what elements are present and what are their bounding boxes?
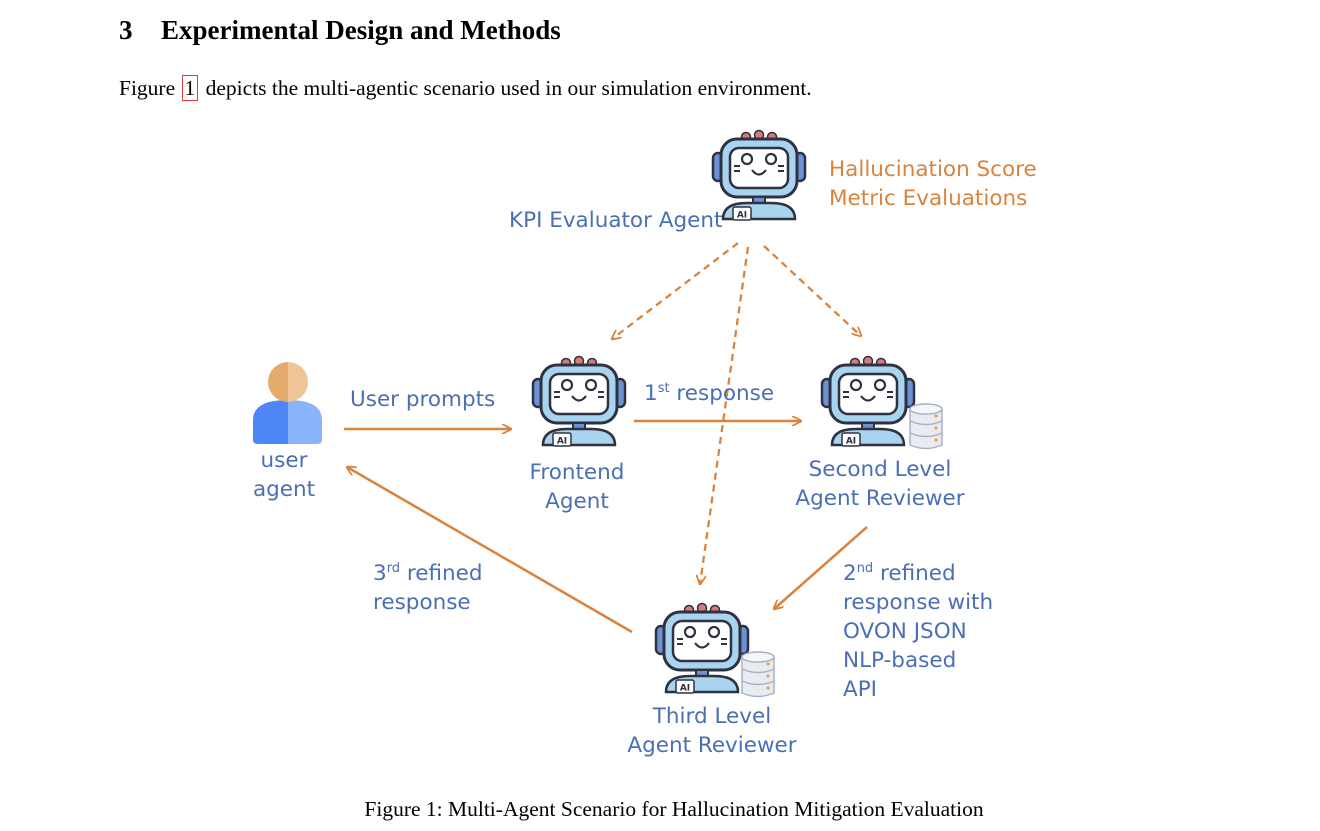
second-refined-line5: API bbox=[843, 677, 878, 702]
first-response-num: 1 bbox=[644, 381, 658, 406]
second-level-line1: Second Level bbox=[808, 457, 952, 482]
frontend-agent-robot-icon bbox=[531, 355, 627, 448]
kpi-outputs-label: Hallucination Score Metric Evaluations bbox=[829, 155, 1037, 213]
second-level-robot-icon bbox=[820, 355, 916, 448]
second-refined-line3: OVON JSON bbox=[843, 619, 967, 644]
second-refined-response-arrow bbox=[774, 526, 868, 609]
section-title: Experimental Design and Methods bbox=[161, 15, 561, 45]
intro-text-before: Figure bbox=[119, 76, 181, 100]
third-level-line2: Agent Reviewer bbox=[627, 733, 797, 758]
frontend-agent-line1: Frontend bbox=[529, 460, 625, 485]
second-level-line2: Agent Reviewer bbox=[795, 486, 965, 511]
second-level-label: Second Level Agent Reviewer bbox=[780, 455, 980, 513]
second-refined-label: 2nd refined response with OVON JSON NLP-… bbox=[843, 559, 993, 704]
third-refined-line2: response bbox=[373, 590, 471, 615]
first-response-text: response bbox=[669, 381, 775, 406]
third-refined-label: 3rd refined response bbox=[373, 559, 483, 617]
user-agent-line1: user bbox=[260, 448, 308, 473]
user-icon bbox=[253, 362, 322, 444]
user-agent-line2: agent bbox=[252, 477, 316, 502]
second-refined-num: 2 bbox=[843, 561, 857, 586]
user-prompts-label: User prompts bbox=[350, 387, 496, 412]
kpi-to-second-level-dashed-arrow bbox=[763, 245, 861, 336]
third-level-label: Third Level Agent Reviewer bbox=[602, 702, 822, 760]
frontend-agent-label: Frontend Agent bbox=[507, 458, 647, 516]
figure-caption: Figure 1: Multi-Agent Scenario for Hallu… bbox=[364, 797, 984, 821]
metric-evaluations-text: Metric Evaluations bbox=[829, 186, 1028, 211]
intro-text-after: depicts the multi-agentic scenario used … bbox=[200, 76, 812, 100]
frontend-agent-line2: Agent bbox=[545, 489, 609, 514]
kpi-evaluator-robot-icon bbox=[711, 129, 807, 222]
second-refined-text: refined bbox=[873, 561, 956, 586]
third-level-robot-icon bbox=[654, 602, 750, 695]
user-agent-label: user agent bbox=[234, 446, 334, 504]
first-response-sup: st bbox=[657, 381, 670, 396]
kpi-to-frontend-dashed-arrow bbox=[612, 242, 739, 339]
third-level-database-icon bbox=[741, 651, 775, 698]
second-refined-line4: NLP-based bbox=[843, 648, 957, 673]
second-refined-sup: nd bbox=[856, 561, 874, 576]
kpi-evaluator-label: KPI Evaluator Agent bbox=[509, 208, 723, 233]
third-refined-text: refined bbox=[400, 561, 483, 586]
section-number: 3 bbox=[119, 15, 133, 45]
second-refined-line2: response with bbox=[843, 590, 994, 615]
kpi-to-third-level-dashed-arrow bbox=[700, 246, 750, 584]
figure-reference-link[interactable]: 1 bbox=[181, 75, 199, 101]
third-refined-sup: rd bbox=[386, 561, 401, 576]
intro-paragraph: Figure 1 depicts the multi-agentic scena… bbox=[119, 75, 812, 101]
hallucination-score-text: Hallucination Score bbox=[829, 157, 1037, 182]
third-refined-num: 3 bbox=[373, 561, 387, 586]
first-response-label: 1st response bbox=[644, 379, 774, 408]
third-level-line1: Third Level bbox=[652, 704, 772, 729]
third-refined-response-arrow bbox=[347, 467, 633, 634]
section-heading: 3 Experimental Design and Methods bbox=[119, 15, 561, 46]
second-level-database-icon bbox=[909, 403, 943, 450]
